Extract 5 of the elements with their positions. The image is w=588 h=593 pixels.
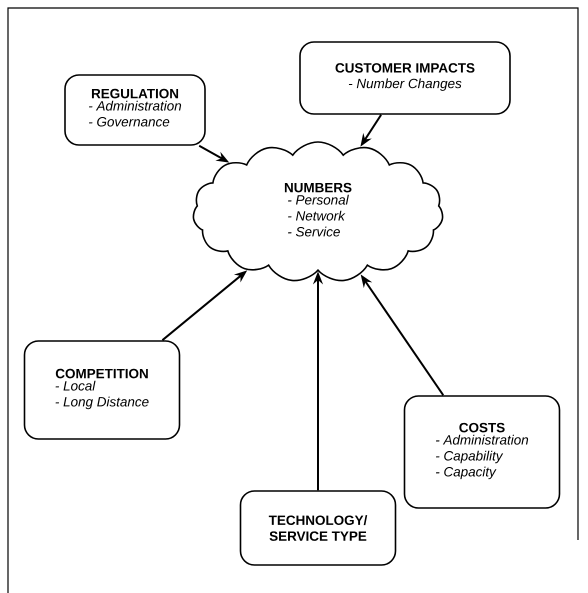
rounded-box: COSTS - Administration - Capability - Capacity <box>404 395 560 509</box>
rounded-box: CUSTOMER IMPACTS - Number Changes <box>299 41 511 115</box>
rounded-box: TECHNOLOGY/ SERVICE TYPE <box>240 490 396 566</box>
rounded-box: REGULATION - Administration - Governance <box>64 74 206 146</box>
rounded-box: COMPETITION - Local - Long Distance <box>24 340 180 440</box>
